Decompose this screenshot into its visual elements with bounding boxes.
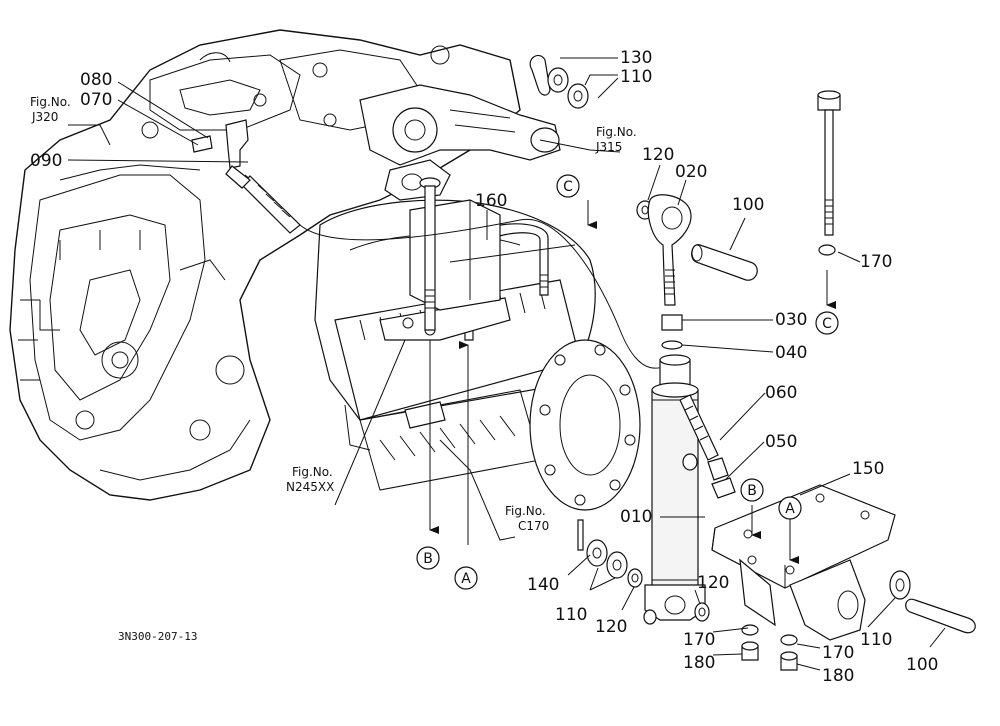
long-bolt bbox=[419, 177, 441, 331]
part-label-170: 170 bbox=[683, 630, 715, 650]
part-label-170: 170 bbox=[860, 252, 892, 272]
marker-b-label: B bbox=[423, 551, 433, 567]
marker-c-top: C bbox=[556, 174, 580, 198]
marker-c-label: C bbox=[563, 179, 573, 195]
drawing-code: 3N300-207-13 bbox=[118, 630, 197, 643]
part-label-020: 020 bbox=[675, 162, 707, 182]
part-label-160: 160 bbox=[475, 191, 507, 211]
part-label-110: 110 bbox=[860, 630, 892, 650]
marker-b-lower: B bbox=[416, 546, 440, 570]
rear-axle-housing bbox=[314, 199, 641, 511]
figref-c170-label: Fig.No. bbox=[505, 504, 546, 518]
part-label-100: 100 bbox=[732, 195, 764, 215]
part-label-180: 180 bbox=[822, 666, 854, 686]
lower-washers-nuts bbox=[741, 624, 798, 671]
marker-a-label: A bbox=[785, 501, 795, 517]
figref-j320-label: Fig.No. bbox=[30, 95, 71, 109]
part-label-110: 110 bbox=[555, 605, 587, 625]
part-label-140: 140 bbox=[527, 575, 559, 595]
part-label-090: 090 bbox=[30, 151, 62, 171]
rod-end-020 bbox=[636, 194, 758, 350]
part-label-010: 010 bbox=[620, 507, 652, 527]
figref-j315-label: Fig.No. bbox=[596, 125, 637, 139]
part-label-150: 150 bbox=[852, 459, 884, 479]
fittings-070-080 bbox=[191, 119, 251, 189]
direction-arrows bbox=[429, 200, 836, 564]
marker-b-label: B bbox=[747, 483, 757, 499]
part-label-050: 050 bbox=[765, 432, 797, 452]
part-label-040: 040 bbox=[775, 343, 807, 363]
part-label-030: 030 bbox=[775, 310, 807, 330]
figref-n245: N245XX bbox=[286, 480, 334, 494]
pin-100-lower bbox=[889, 570, 976, 634]
figref-c170: C170 bbox=[518, 519, 549, 533]
part-label-110: 110 bbox=[620, 67, 652, 87]
lift-cylinder-010 bbox=[643, 354, 706, 625]
figref-j315: J315 bbox=[595, 140, 622, 154]
transmission-housing bbox=[9, 29, 521, 501]
part-label-130: 130 bbox=[620, 48, 652, 68]
marker-a-bracket: A bbox=[778, 496, 802, 520]
cylinder-hose-060 bbox=[679, 394, 736, 499]
figref-j320: J320 bbox=[31, 110, 58, 124]
part-label-080: 080 bbox=[80, 70, 112, 90]
leader-lines bbox=[67, 57, 946, 671]
part-label-120: 120 bbox=[642, 145, 674, 165]
figref-n245-label: Fig.No. bbox=[292, 465, 333, 479]
part-label-060: 060 bbox=[765, 383, 797, 403]
marker-c-label: C bbox=[822, 316, 832, 332]
marker-a-label: A bbox=[461, 571, 471, 587]
lift-arm-assembly bbox=[359, 84, 561, 201]
part-label-180: 180 bbox=[683, 653, 715, 673]
upper-right-bolt bbox=[817, 90, 841, 256]
part-label-170: 170 bbox=[822, 643, 854, 663]
marker-c-right: C bbox=[815, 311, 839, 335]
part-label-100: 100 bbox=[906, 655, 938, 675]
marker-a-lower: A bbox=[454, 566, 478, 590]
part-label-120: 120 bbox=[697, 573, 729, 593]
marker-b-bracket: B bbox=[740, 478, 764, 502]
cylinder-bracket-150 bbox=[711, 484, 896, 641]
part-label-070: 070 bbox=[80, 90, 112, 110]
pin-140-washers bbox=[577, 519, 710, 622]
part-label-120: 120 bbox=[595, 617, 627, 637]
pin-130-washers-110 bbox=[529, 55, 589, 109]
